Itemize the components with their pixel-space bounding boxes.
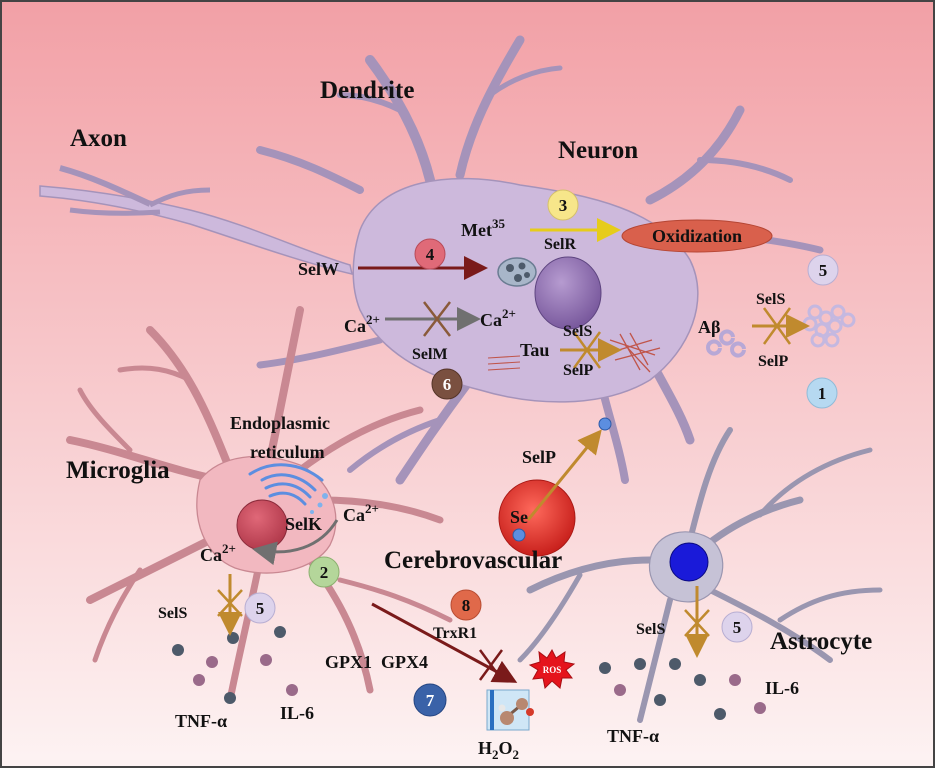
badge-5-astrocyte: 5: [733, 618, 742, 637]
label-tau: Tau: [520, 340, 549, 360]
microglia-cytokines: [172, 626, 298, 704]
label-sels-abeta: SelS: [756, 291, 785, 308]
label-sels-tau: SelS: [563, 323, 592, 340]
abeta-monomers: [706, 329, 746, 358]
label-h2o2: H2O2: [478, 738, 519, 762]
er-vesicles: [310, 493, 328, 514]
label-oxidization: Oxidization: [652, 226, 742, 246]
badge-6: 6: [443, 375, 452, 394]
badge-7-circle: [413, 683, 447, 717]
badge-5-abeta-circle: [807, 254, 839, 286]
badge-5-microglia: 5: [256, 599, 265, 618]
label-ca-er: Ca2+: [343, 501, 379, 525]
selm-block-cross: [423, 301, 451, 337]
abeta-block-cross: [762, 307, 792, 345]
badge-5-astrocyte-circle: [721, 611, 753, 643]
label-cerebrovascular: Cerebrovascular: [384, 547, 562, 574]
label-sels-astrocyte: SelS: [636, 621, 665, 638]
tau-fibrils: [487, 355, 521, 371]
label-ca-right: Ca2+: [480, 306, 516, 330]
tau-block-cross: [572, 331, 602, 369]
badge-5-microglia-circle: [244, 592, 276, 624]
label-selp-vessel: SelP: [522, 447, 556, 467]
label-axon: Axon: [70, 125, 127, 152]
badge-2-circle: [308, 556, 340, 588]
label-selm: SelM: [412, 346, 448, 363]
label-selk: SelK: [285, 514, 322, 534]
selk-arrow: [252, 519, 339, 566]
label-er-line1: Endoplasmic: [230, 413, 330, 433]
badge-4: 4: [426, 245, 435, 264]
label-abeta: Aβ: [698, 317, 720, 337]
oxidization-oval: [621, 219, 773, 253]
h2o2-molecule: [486, 689, 534, 731]
label-microglia: Microglia: [66, 457, 170, 484]
label-trxr1: TrxR1: [433, 625, 477, 642]
label-selw: SelW: [298, 259, 339, 279]
microglia-nucleus: [236, 499, 288, 551]
badge-2: 2: [320, 563, 329, 582]
label-er-line2: reticulum: [250, 442, 325, 462]
label-il6-microglia: IL-6: [280, 703, 314, 723]
label-se: Se: [510, 507, 528, 527]
ros-burst: [528, 648, 576, 690]
abeta-aggregate: [802, 304, 856, 348]
astrocyte-nucleus: [669, 542, 709, 582]
label-selr: SelR: [544, 236, 576, 253]
label-ros: ROS: [543, 665, 562, 675]
badge-5-abeta: 5: [819, 261, 828, 280]
label-ca-left: Ca2+: [344, 312, 380, 336]
badge-1-circle: [806, 377, 838, 409]
label-neuron: Neuron: [558, 137, 638, 164]
selp-arrow: [526, 429, 602, 521]
badge-4-circle: [414, 238, 446, 270]
badge-3: 3: [559, 196, 568, 215]
badge-3-circle: [547, 189, 579, 221]
label-astrocyte: Astrocyte: [770, 628, 872, 655]
label-tnf-astrocyte: TNF-α: [607, 726, 659, 746]
vesicle: [497, 257, 537, 287]
selp-dot: [598, 417, 612, 431]
badge-6-circle: [431, 368, 463, 400]
trxr1-block-cross: [478, 649, 504, 681]
label-gpx: GPX1 GPX4: [325, 652, 428, 672]
badge-8-circle: [450, 589, 482, 621]
label-ca-microglia: Ca2+: [200, 541, 236, 565]
sels-mg-cross: [217, 589, 243, 617]
neuron-nucleus: [534, 256, 602, 330]
label-met: Met35: [461, 216, 505, 240]
astrocyte-cytokines: [599, 658, 766, 720]
label-selp-abeta: SelP: [758, 353, 788, 370]
se-dot: [512, 528, 526, 542]
label-tnf-microglia: TNF-α: [175, 711, 227, 731]
label-dendrite: Dendrite: [320, 77, 414, 104]
endoplasmic-reticulum: [248, 463, 324, 506]
sels-ast-cross: [684, 609, 710, 637]
label-il6-astrocyte: IL-6: [765, 678, 799, 698]
badge-1: 1: [818, 384, 827, 403]
badge-7: 7: [426, 691, 435, 710]
label-sels-microglia: SelS: [158, 605, 187, 622]
label-selp-tau: SelP: [563, 362, 593, 379]
tau-tangle: [609, 332, 661, 373]
badge-8: 8: [462, 596, 471, 615]
